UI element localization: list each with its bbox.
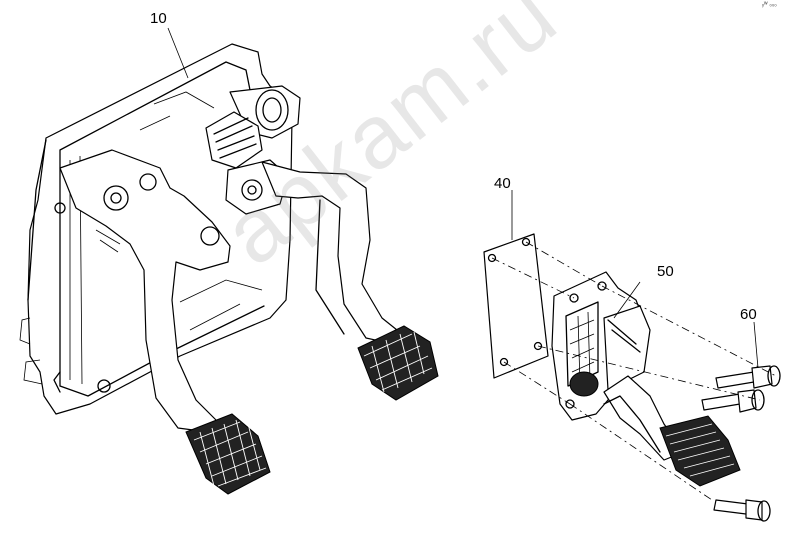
- callout-40: 40: [494, 175, 511, 192]
- accelerator-pedal-module: [551, 271, 741, 487]
- pedal-box-assembly: [19, 27, 439, 495]
- bolt-lower: [713, 499, 771, 522]
- bolt-upper: [715, 365, 781, 389]
- spacer-plate: [483, 190, 549, 379]
- callout-50: 50: [657, 263, 674, 280]
- callout-10: 10: [150, 10, 167, 27]
- assembly-centerlines: [491, 241, 777, 501]
- corner-mark: ᵧᵂ ₀₀₀: [762, 2, 777, 8]
- bolts: [701, 321, 781, 522]
- callout-60: 60: [740, 306, 757, 323]
